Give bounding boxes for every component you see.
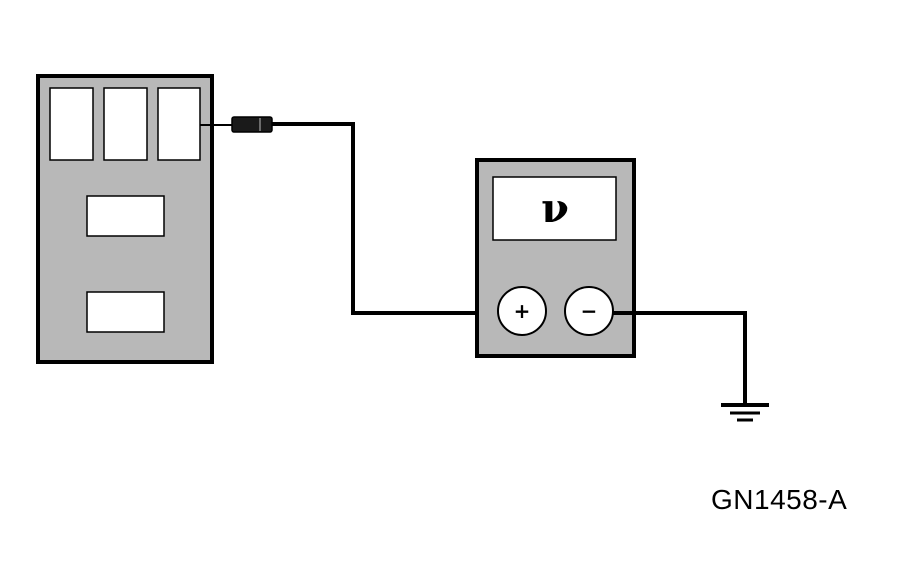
figure-id: GN1458-A bbox=[711, 484, 848, 515]
probe-assembly bbox=[200, 116, 500, 315]
voltmeter: ν + − bbox=[475, 158, 636, 358]
connector-slot-2 bbox=[103, 87, 148, 161]
voltmeter-symbol: ν bbox=[541, 185, 569, 232]
module-panel-2 bbox=[86, 291, 165, 333]
negative-lead-wire bbox=[613, 311, 747, 403]
negative-terminal-label: − bbox=[581, 299, 598, 323]
connector-slot-3 bbox=[157, 87, 201, 161]
module-panel-1 bbox=[86, 195, 165, 237]
connector-slot-1 bbox=[49, 87, 94, 161]
positive-lead-wire bbox=[272, 122, 500, 315]
ground-symbol-icon bbox=[721, 403, 769, 422]
control-module bbox=[36, 74, 214, 364]
positive-terminal bbox=[497, 286, 547, 336]
probe-tip-icon bbox=[231, 116, 273, 133]
positive-terminal-label: + bbox=[514, 299, 531, 323]
voltmeter-display bbox=[492, 176, 617, 241]
